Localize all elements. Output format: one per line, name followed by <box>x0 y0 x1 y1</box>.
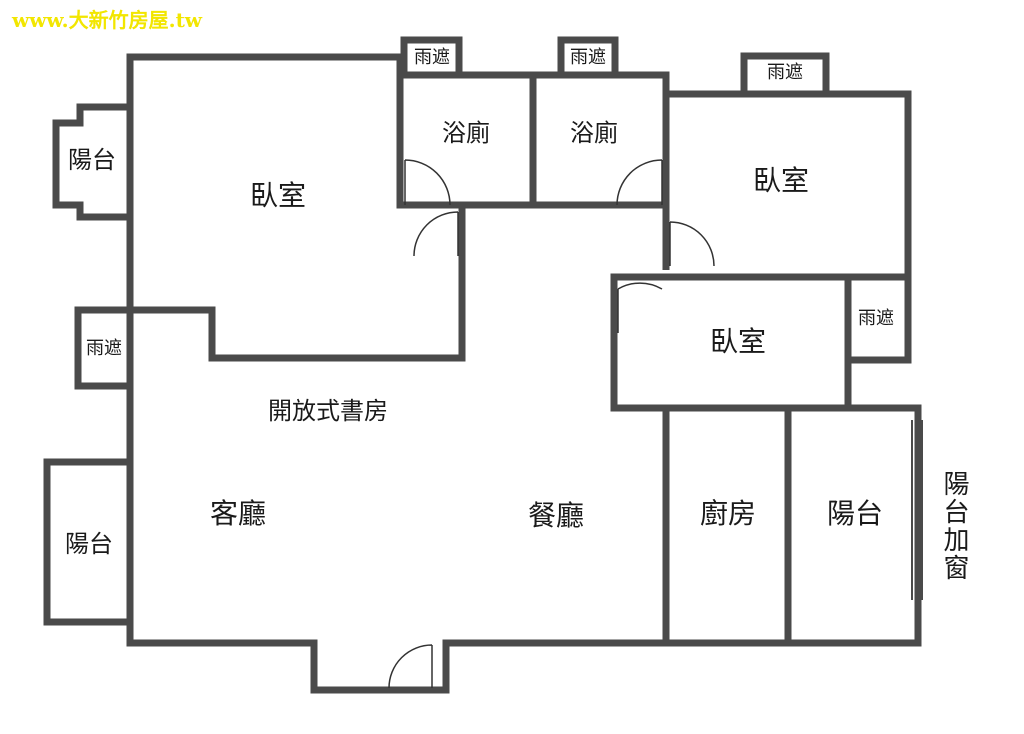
balcony-window <box>911 420 923 600</box>
awning-1-label: 雨遮 <box>414 47 450 68</box>
awning-3-label: 雨遮 <box>767 62 803 83</box>
top-awnings <box>400 36 830 94</box>
exterior-walls <box>126 53 922 694</box>
left-attachments <box>43 103 130 626</box>
bath-2-label: 浴廁 <box>570 119 618 147</box>
balcony-right-label: 陽台 <box>827 497 883 530</box>
kitchen-label: 廚房 <box>700 497 756 530</box>
balcony-window-label: 陽台加窗 <box>939 470 969 582</box>
awning-5-label: 雨遮 <box>858 308 894 329</box>
watermark-text: www.大新竹房屋.tw <box>12 8 203 32</box>
balcony-top-left-label: 陽台 <box>68 146 116 174</box>
bedroom-2-label: 臥室 <box>753 164 809 197</box>
balcony-left-label: 陽台 <box>65 530 113 558</box>
dining-label: 餐廳 <box>528 499 584 532</box>
doors <box>388 159 715 689</box>
awning-2-label: 雨遮 <box>570 47 606 68</box>
bedroom-3-label: 臥室 <box>710 325 766 358</box>
study-label: 開放式書房 <box>268 397 388 425</box>
living-label: 客廳 <box>210 497 266 530</box>
bedroom-1-label: 臥室 <box>250 179 306 212</box>
awning-4-label: 雨遮 <box>86 338 122 359</box>
bath-1-label: 浴廁 <box>442 119 490 147</box>
